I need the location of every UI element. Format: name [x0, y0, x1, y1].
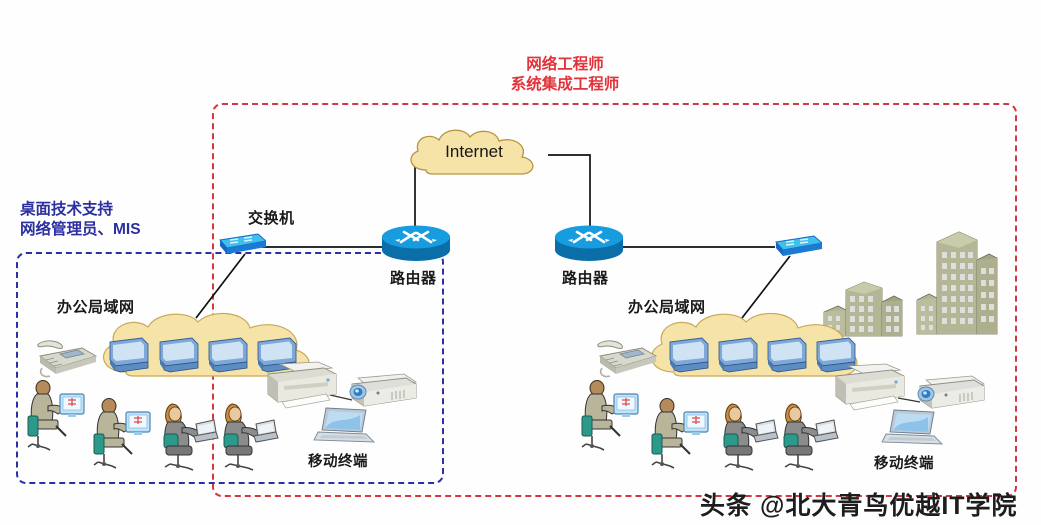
watermark-text: 头条 @北大青鸟优越IT学院	[700, 492, 1018, 520]
seated-worker-with-monitor-icon	[578, 380, 642, 452]
projector-icon-right[interactable]	[912, 372, 986, 416]
lan-left-label: 办公局域网	[57, 299, 135, 316]
desk-telephone-icon-left[interactable]	[30, 330, 100, 386]
switch-icon-right[interactable]	[770, 230, 824, 258]
switch-icon-left[interactable]	[214, 228, 268, 256]
seated-worker-with-laptop-icon	[158, 400, 220, 474]
office-buildings-icon-group-1	[820, 260, 910, 340]
projector-icon-left[interactable]	[344, 370, 418, 414]
desktop-computer-icon[interactable]	[717, 336, 759, 376]
router-left-label: 路由器	[390, 270, 437, 287]
seated-worker-with-monitor-icon	[90, 398, 154, 470]
seated-worker-with-laptop-icon	[218, 400, 280, 474]
seated-worker-with-laptop-icon	[718, 400, 780, 474]
cloud-icon-internet: Internet	[398, 126, 550, 188]
seated-worker-with-monitor-icon	[648, 398, 712, 470]
desktop-computer-icon[interactable]	[158, 336, 200, 376]
desktop-computer-icon[interactable]	[668, 336, 710, 376]
desktop-computer-icon[interactable]	[207, 336, 249, 376]
router-icon-left[interactable]	[381, 224, 451, 264]
printer-icon-left[interactable]	[262, 360, 340, 412]
mobile-terminal-right-label: 移动终端	[874, 456, 934, 472]
internet-label: Internet	[445, 142, 503, 161]
zone-engineer-label: 网络工程师 系统集成工程师	[510, 56, 620, 93]
desk-telephone-icon-right[interactable]	[590, 330, 660, 386]
printer-icon-right[interactable]	[830, 362, 908, 414]
desktop-computer-icon[interactable]	[108, 336, 150, 376]
mobile-terminal-left-label: 移动终端	[308, 454, 368, 470]
laptop-icon-right[interactable]	[880, 408, 946, 450]
desktop-computer-icon[interactable]	[766, 336, 808, 376]
office-buildings-icon-group-2	[915, 228, 1003, 345]
router-right-label: 路由器	[562, 270, 609, 287]
router-icon-right[interactable]	[554, 224, 624, 264]
desktop-computer-icon[interactable]	[815, 336, 857, 376]
laptop-icon-left[interactable]	[312, 406, 378, 448]
switch-left-label: 交换机	[248, 210, 295, 227]
lan-right-label: 办公局域网	[628, 299, 706, 316]
seated-worker-with-laptop-icon	[778, 400, 840, 474]
zone-desktop-support-label: 桌面技术支持 网络管理员、MIS	[20, 201, 141, 238]
seated-worker-with-monitor-icon	[24, 380, 88, 452]
